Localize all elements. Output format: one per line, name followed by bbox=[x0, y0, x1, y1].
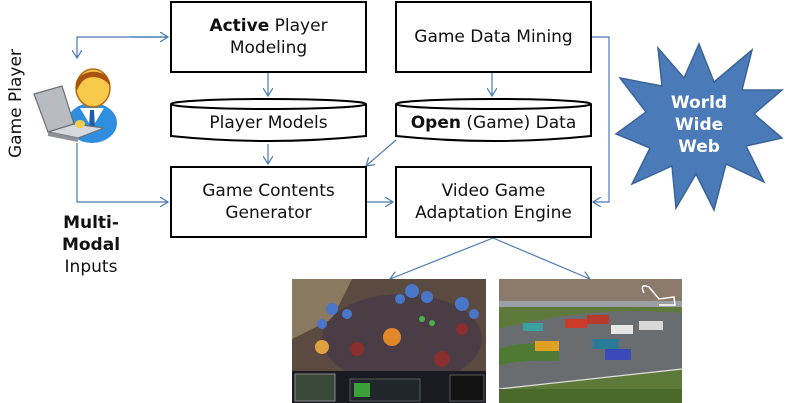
generator-line2: Generator bbox=[225, 203, 312, 223]
modeling-text: Modeling bbox=[229, 38, 308, 58]
arrow-engine-to-racing bbox=[492, 237, 590, 279]
arrow-modeling-to-player bbox=[77, 36, 168, 58]
open-data-label: Open (Game) Data bbox=[395, 113, 592, 133]
player-models-text: Player Models bbox=[209, 113, 328, 133]
www-line3: Web bbox=[678, 137, 720, 157]
arrow-engine-to-rts bbox=[390, 237, 494, 279]
database-shape bbox=[395, 98, 592, 142]
strategy-game-screenshot bbox=[292, 279, 486, 403]
data-mining-text: Game Data Mining bbox=[414, 27, 573, 47]
game-data-text: (Game) Data bbox=[460, 113, 577, 133]
game-player-label: Game Player bbox=[6, 49, 26, 158]
arrow-mining-www-engine bbox=[590, 36, 610, 202]
player-models-database: Player Models bbox=[170, 96, 367, 144]
game-data-mining-box: Game Data Mining bbox=[395, 1, 592, 73]
generator-line1: Game Contents bbox=[202, 181, 335, 201]
inputs-text: Inputs bbox=[64, 257, 118, 277]
engine-line1: Video Game bbox=[441, 181, 546, 201]
starburst-icon bbox=[614, 42, 784, 212]
arrow-opendata-to-generator bbox=[366, 139, 397, 166]
racing-game-screenshot bbox=[499, 279, 682, 403]
adaptation-engine-box: Video Game Adaptation Engine bbox=[395, 166, 592, 238]
active-player-modeling-box: Active Player Modeling bbox=[170, 1, 367, 73]
multimodal-inputs-label: Multi-Modal Inputs bbox=[36, 212, 146, 278]
arrow-player-to-generator bbox=[76, 143, 168, 202]
active-bold: Active bbox=[209, 16, 270, 36]
open-bold: Open bbox=[410, 113, 461, 133]
game-contents-generator-box: Game Contents Generator bbox=[170, 166, 367, 238]
www-line2: Wide bbox=[674, 115, 724, 135]
multimodal-bold: Multi-Modal bbox=[61, 213, 121, 255]
database-shape bbox=[170, 98, 367, 142]
player-text: Player bbox=[269, 16, 328, 36]
rts-scene bbox=[292, 279, 486, 403]
racing-scene bbox=[499, 279, 682, 403]
engine-line2: Adaptation Engine bbox=[415, 203, 572, 223]
open-game-data-database: Open (Game) Data bbox=[395, 96, 592, 144]
user-with-laptop-icon bbox=[33, 68, 117, 143]
world-wide-web-burst: World Wide Web bbox=[614, 42, 784, 212]
www-line1: World bbox=[670, 93, 728, 113]
